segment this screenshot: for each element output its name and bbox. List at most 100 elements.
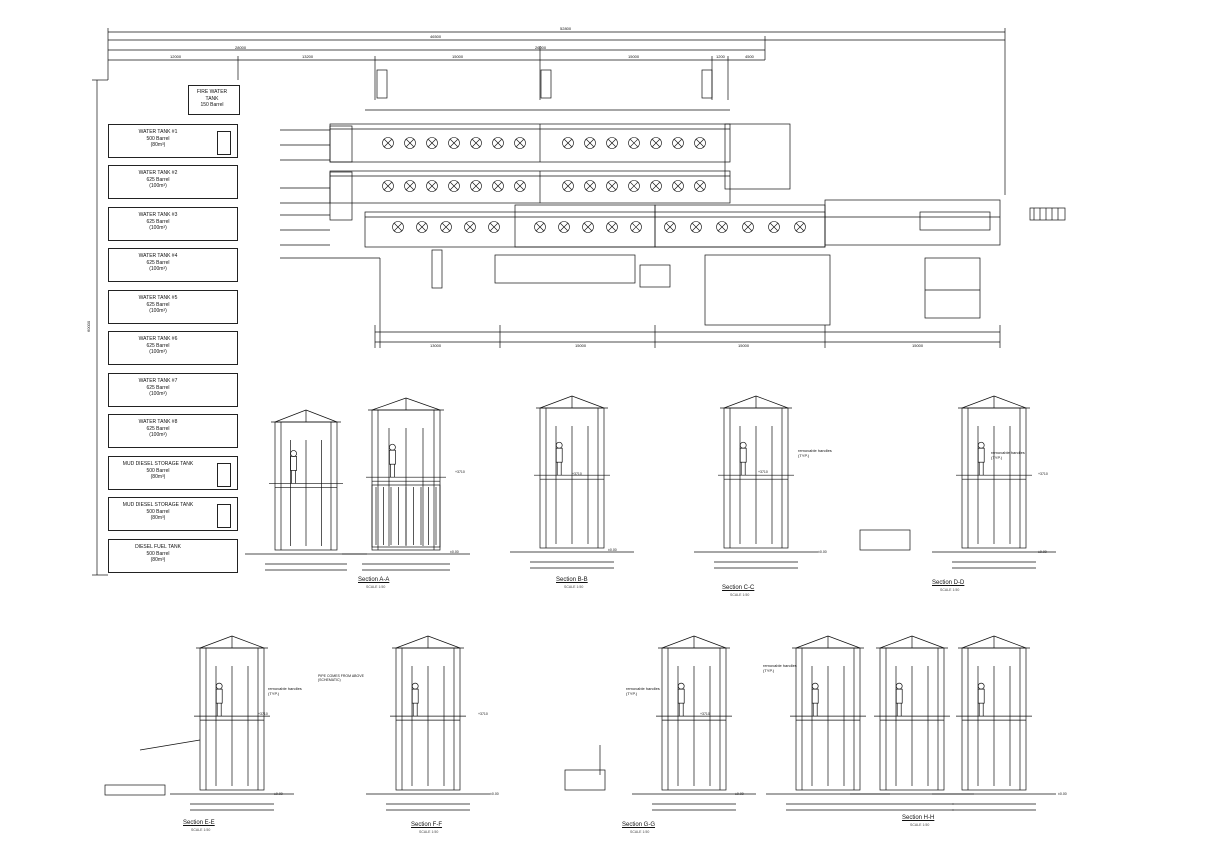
tank-label: WATER TANK #7 625 Barrel (100m³) <box>138 378 178 397</box>
section-e-e-frame <box>170 635 294 811</box>
storage-tank: WATER TANK #2 625 Barrel (100m³) <box>108 165 238 199</box>
fan-icon <box>606 180 618 192</box>
fan-icon <box>558 221 570 233</box>
fan-icon <box>664 221 676 233</box>
ground-level-mark: ±0.00 <box>608 548 617 552</box>
cooler-bank <box>371 484 441 548</box>
storage-tank: WATER TANK #8 625 Barrel (100m³) <box>108 414 238 448</box>
pump-skid-d <box>859 529 911 551</box>
elevation-mark: +3710 <box>758 470 768 474</box>
fan-icon <box>392 221 404 233</box>
fan-icon <box>404 180 416 192</box>
pump-skid-e <box>104 784 166 796</box>
stair-top-3 <box>701 69 713 99</box>
ground-level-mark: ±0.00 <box>1058 792 1067 796</box>
ground-level-mark: ±0.00 <box>490 792 499 796</box>
section-title: Section F-F <box>411 822 443 828</box>
section-h-h-frame-2 <box>850 635 974 811</box>
storage-tank: WATER TANK #3 625 Barrel (100m³) <box>108 207 238 241</box>
tank-label: WATER TANK #3 625 Barrel (100m³) <box>138 212 178 231</box>
fan-icon <box>470 180 482 192</box>
section-d-d-frame <box>932 395 1056 569</box>
storage-tank: MUD DIESEL STORAGE TANK 500 Barrel (80m³… <box>108 456 238 490</box>
valve-symbol-icon <box>217 463 231 487</box>
pump-skid-g <box>564 769 606 791</box>
fan-icon <box>694 180 706 192</box>
section-scale: SCALE 1:50 <box>630 830 650 834</box>
ground-level-mark: ±0.00 <box>735 792 744 796</box>
fan-icon <box>650 137 662 149</box>
dim-vertical: 60000 <box>86 320 91 332</box>
elevation-mark: +3710 <box>455 470 465 474</box>
removable-handles-note: removable handles (TYP.) <box>763 663 797 673</box>
section-h-h-frame-1 <box>766 635 890 811</box>
storage-tank: WATER TANK #5 625 Barrel (100m³) <box>108 290 238 324</box>
dim-second: 46500 <box>430 34 442 39</box>
plan-view <box>92 28 1066 576</box>
section-scale: SCALE 1:50 <box>419 830 439 834</box>
fan-icon <box>628 137 640 149</box>
fan-icon <box>742 221 754 233</box>
storage-tank: WATER TANK #6 625 Barrel (100m³) <box>108 331 238 365</box>
section-title: Section G-G <box>622 822 656 828</box>
section-scale: SCALE 1:50 <box>730 593 750 597</box>
tank-label: MUD DIESEL STORAGE TANK 500 Barrel (80m³… <box>122 461 194 480</box>
valve-symbol-icon <box>217 504 231 528</box>
fan-icon <box>716 221 728 233</box>
stair-top-2 <box>540 69 552 99</box>
elevation-mark: +3710 <box>478 712 488 716</box>
section-views <box>104 395 1056 811</box>
dim-bottom-1: 13000 <box>430 343 442 348</box>
storage-tank: WATER TANK #7 625 Barrel (100m³) <box>108 373 238 407</box>
ground-level-mark: ±0.00 <box>274 792 283 796</box>
section-f-f-frame <box>366 635 490 811</box>
fan-icon <box>672 180 684 192</box>
fan-icon <box>582 221 594 233</box>
removable-handles-note: removable handles (TYP.) <box>268 686 302 696</box>
pipe-note: PIPE COMES FROM ABOVE (SCHEMATIC) <box>318 674 364 682</box>
removable-handles-note: removable handles (TYP.) <box>991 450 1025 460</box>
tank-label: WATER TANK #6 625 Barrel (100m³) <box>138 336 178 355</box>
section-title: Section C-C <box>722 585 755 591</box>
fan-icon <box>690 221 702 233</box>
section-a-a-frame-right <box>342 397 470 571</box>
section-g-g-frame <box>632 635 756 811</box>
dim-overall: 52800 <box>560 26 572 31</box>
fan-icon <box>492 137 504 149</box>
fire-water-tank: FIRE WATER TANK 150 Barrel <box>188 85 240 115</box>
dim-bay-a: 12000 <box>170 54 182 59</box>
dim-bay-d: 15000 <box>628 54 640 59</box>
section-scale: SCALE 1:50 <box>366 585 386 589</box>
fan-icon <box>794 221 806 233</box>
section-title: Section H-H <box>902 815 935 821</box>
fan-icon <box>426 180 438 192</box>
tank-label: DIESEL FUEL TANK 500 Barrel (80m³) <box>135 544 181 563</box>
valve-symbol-icon <box>217 131 231 155</box>
tank-skid-right <box>824 199 1001 246</box>
tank-label: WATER TANK #5 625 Barrel (100m³) <box>138 295 178 314</box>
dim-third-right: 26000 <box>535 45 547 50</box>
fan-icon <box>448 180 460 192</box>
section-a-a-frame-left <box>245 409 367 571</box>
fan-icon <box>416 221 428 233</box>
fan-icon <box>630 221 642 233</box>
skid-row-1 <box>329 123 731 163</box>
tank-label: WATER TANK #8 625 Barrel (100m³) <box>138 419 178 438</box>
section-b-b-frame <box>510 395 634 569</box>
storage-tank: WATER TANK #4 625 Barrel (100m³) <box>108 248 238 282</box>
section-title: Section A-A <box>358 577 390 583</box>
elevation-mark: +3710 <box>700 712 710 716</box>
fan-icon <box>514 137 526 149</box>
fan-icon <box>584 180 596 192</box>
fan-icon <box>514 180 526 192</box>
fan-icon <box>492 180 504 192</box>
tank-label: WATER TANK #2 625 Barrel (100m³) <box>138 170 178 189</box>
ground-level-mark: ±0.00 <box>818 550 827 554</box>
pump-row-1 <box>494 254 636 284</box>
fan-icon <box>672 137 684 149</box>
elevation-mark: +3710 <box>1038 472 1048 476</box>
fan-icon <box>534 221 546 233</box>
dim-bay-f: 4500 <box>745 54 755 59</box>
fan-icon <box>440 221 452 233</box>
